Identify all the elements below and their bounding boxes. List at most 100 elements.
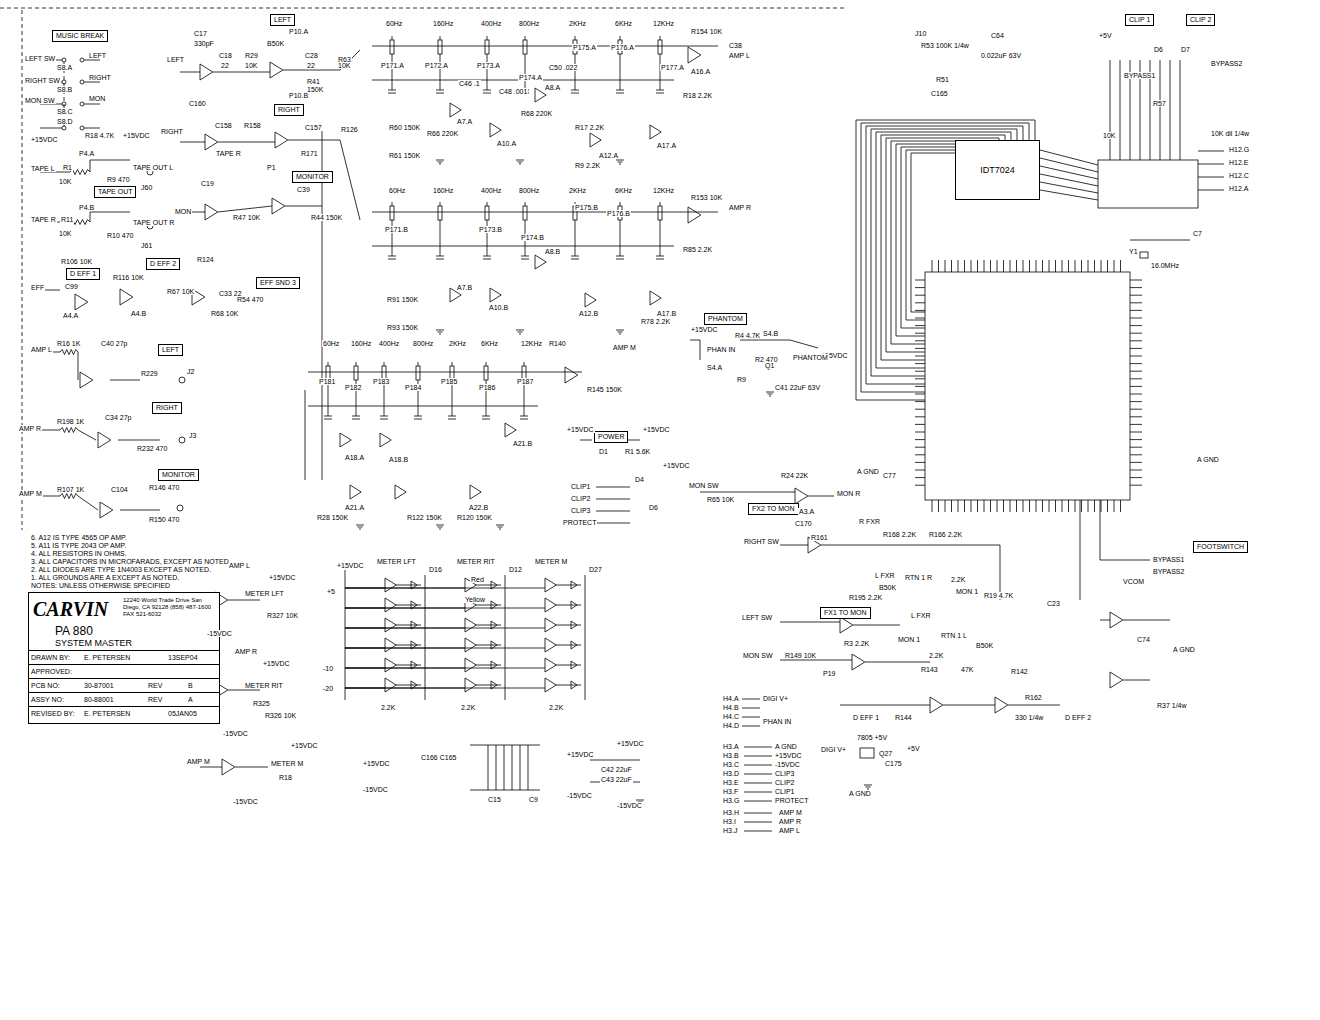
wire bbox=[866, 787, 871, 788]
component-label: R57 bbox=[1152, 100, 1167, 107]
component-label: R149 10K bbox=[784, 652, 817, 659]
wire bbox=[840, 705, 930, 706]
component-label: -15VDC bbox=[232, 798, 259, 805]
wire bbox=[356, 362, 357, 366]
wire bbox=[1029, 500, 1030, 512]
component-label: R326 10K bbox=[264, 712, 297, 719]
label-box: FOOTSWITCH bbox=[1193, 541, 1248, 553]
component-label: C23 bbox=[1046, 600, 1061, 607]
pot-symbol bbox=[438, 206, 442, 220]
wire bbox=[120, 510, 160, 511]
opamp-symbol bbox=[470, 485, 481, 499]
wire bbox=[345, 668, 545, 669]
opamp-symbol bbox=[852, 654, 865, 670]
component-label: 1. ALL GROUNDS ARE A EXCEPT AS NOTED. bbox=[30, 574, 180, 581]
component-label: RTN 1 R bbox=[904, 574, 933, 581]
wire bbox=[596, 511, 630, 512]
component-label: R327 10K bbox=[266, 612, 299, 619]
wire bbox=[1123, 680, 1150, 681]
opamp-symbol bbox=[385, 578, 396, 592]
component-label: VCOM bbox=[1122, 578, 1145, 585]
label-box: TAPE OUT bbox=[94, 186, 136, 198]
component-label: R17 2.2K bbox=[574, 124, 605, 131]
wire-group bbox=[0, 8, 1224, 831]
wire bbox=[439, 334, 441, 335]
title-row: REVISED BY:E. PETERSEN05JAN05 bbox=[28, 706, 220, 720]
wire bbox=[78, 352, 79, 380]
component-label: R143 bbox=[920, 666, 939, 673]
wire bbox=[958, 260, 959, 272]
component-label: S4.A bbox=[706, 364, 723, 371]
wire bbox=[915, 485, 925, 486]
box-subtext: 12240 World Trade Drive San Diego, CA 92… bbox=[123, 597, 217, 618]
wire bbox=[516, 330, 524, 331]
wire bbox=[324, 416, 332, 417]
opamp-symbol bbox=[450, 103, 461, 117]
wire bbox=[180, 72, 200, 73]
wire bbox=[487, 220, 488, 246]
wire bbox=[915, 454, 925, 455]
component-label: LEFT SW bbox=[24, 55, 56, 62]
component-label: 10K bbox=[58, 230, 72, 237]
component-label: R11 bbox=[60, 216, 74, 223]
component-label: C46 .1 bbox=[458, 80, 481, 87]
box-subtext: REV bbox=[148, 696, 162, 703]
component-label: S4.B bbox=[762, 330, 779, 337]
component-label: H3.H bbox=[722, 809, 740, 816]
box-text: PHANTOM bbox=[708, 315, 743, 323]
wire bbox=[1023, 500, 1024, 512]
component-label: C39 bbox=[296, 186, 311, 193]
wire bbox=[571, 256, 579, 257]
component-label: 6KHz bbox=[614, 20, 633, 27]
pot-symbol bbox=[390, 40, 394, 54]
component-label: R24 22K bbox=[780, 472, 809, 479]
component-label: C7 bbox=[1192, 230, 1203, 237]
wire bbox=[380, 419, 388, 420]
component-label: +15VDC bbox=[336, 562, 365, 569]
component-label: C42 22uF bbox=[600, 766, 633, 773]
wire bbox=[448, 419, 456, 420]
opamp-symbol bbox=[650, 125, 661, 139]
wire bbox=[524, 362, 525, 366]
wire bbox=[218, 206, 272, 212]
wire bbox=[436, 259, 444, 260]
wire bbox=[616, 160, 624, 161]
component-label: 2KHz bbox=[568, 20, 587, 27]
component-label: AMP M bbox=[18, 490, 43, 497]
wire bbox=[1049, 500, 1050, 512]
wire bbox=[1130, 447, 1142, 448]
component-label: R162 bbox=[1024, 694, 1043, 701]
wire bbox=[915, 401, 925, 402]
opamp-symbol bbox=[930, 697, 943, 713]
wire bbox=[516, 160, 524, 161]
opamp-symbol bbox=[465, 618, 476, 632]
component-label: A12.A bbox=[598, 152, 619, 159]
component-label: A GND bbox=[848, 790, 872, 797]
wire bbox=[620, 80, 621, 90]
component-label: 12KHz bbox=[652, 20, 675, 27]
component-label: 2KHz bbox=[448, 340, 467, 347]
component-label: P175.B bbox=[574, 204, 599, 211]
pot-symbol bbox=[416, 366, 420, 380]
crystal-symbol bbox=[1140, 252, 1148, 258]
box-subtext: 80-88001 bbox=[84, 696, 114, 703]
component-label: 5. A11 IS TYPE 2043 OP AMP. bbox=[30, 542, 127, 549]
wire bbox=[694, 46, 718, 47]
component-label: R195 2.2K bbox=[848, 594, 883, 601]
component-label: J61 bbox=[140, 242, 153, 249]
component-label: METER M bbox=[270, 760, 304, 767]
component-label: C17 bbox=[193, 30, 208, 37]
wire bbox=[90, 212, 130, 213]
pot-symbol bbox=[658, 206, 662, 220]
wire bbox=[1130, 310, 1142, 311]
wire bbox=[1130, 295, 1142, 296]
component-label: AMP M bbox=[612, 344, 637, 351]
wire bbox=[915, 348, 925, 349]
resistor-symbol bbox=[60, 428, 78, 433]
pot-symbol bbox=[523, 40, 527, 54]
component-label: C175 bbox=[884, 760, 903, 767]
opamp-symbol bbox=[545, 578, 556, 592]
opamp-symbol bbox=[340, 433, 351, 447]
title-row: DRAWN BY:E. PETERSEN13SEP04 bbox=[28, 650, 220, 664]
wire bbox=[356, 525, 364, 526]
